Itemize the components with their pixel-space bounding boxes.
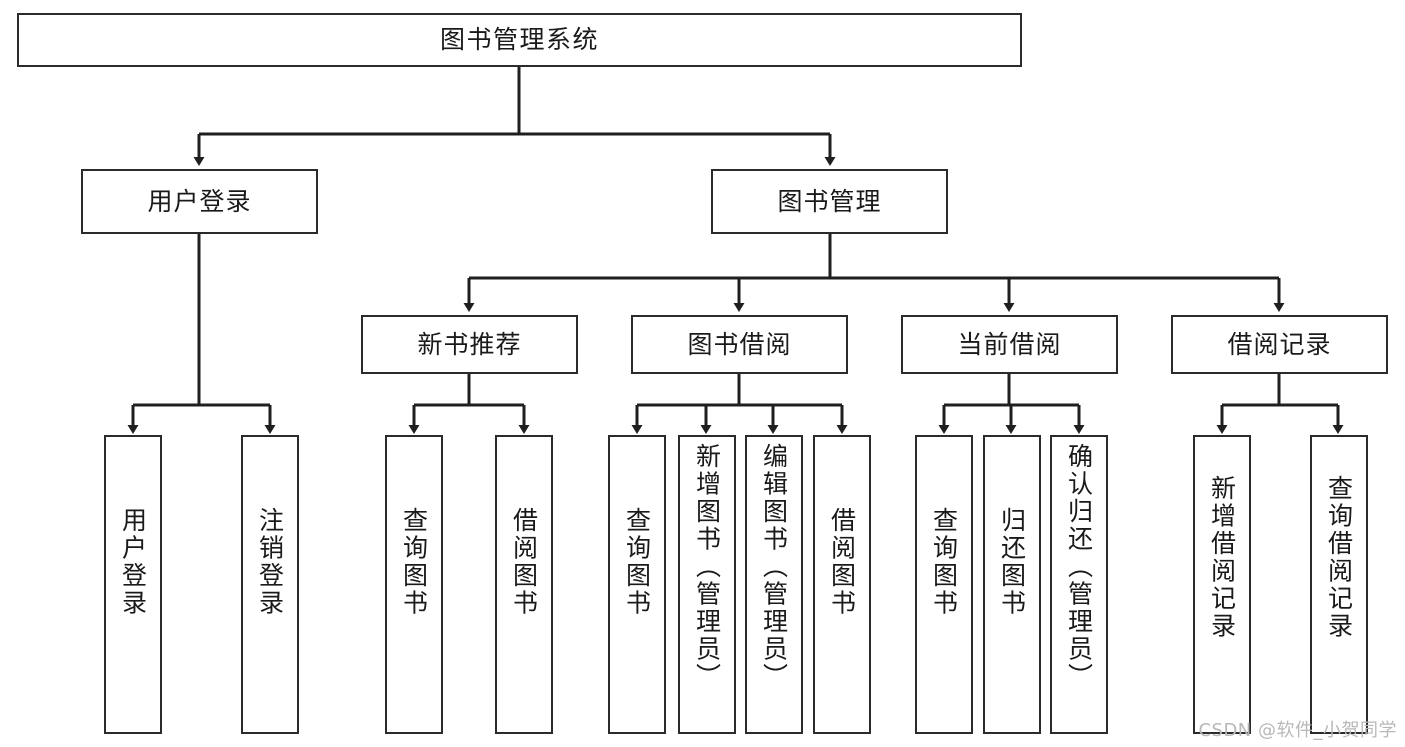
node-current-borrow-label: 当前借阅 bbox=[957, 329, 1062, 359]
leaf-new-book-rec-1[interactable]: 查询图书 bbox=[385, 435, 443, 734]
node-root-label: 图书管理系统 bbox=[439, 25, 599, 55]
node-book-borrow-label: 图书借阅 bbox=[687, 329, 792, 359]
node-user-login[interactable]: 用户登录 bbox=[81, 169, 318, 234]
leaf-book-borrow-3-label: 编辑图书（管理员） bbox=[759, 443, 789, 691]
leaf-user-login-2-label: 注销登录 bbox=[255, 507, 285, 617]
node-new-book-rec-label: 新书推荐 bbox=[417, 329, 522, 359]
node-user-login-label: 用户登录 bbox=[147, 186, 252, 216]
leaf-user-login-1[interactable]: 用户登录 bbox=[104, 435, 162, 734]
leaf-borrow-record-1[interactable]: 新增借阅记录 bbox=[1193, 435, 1251, 734]
leaf-borrow-record-1-label: 新增借阅记录 bbox=[1207, 475, 1237, 640]
leaf-book-borrow-2[interactable]: 新增图书（管理员） bbox=[678, 435, 736, 734]
leaf-current-borrow-2[interactable]: 归还图书 bbox=[983, 435, 1041, 734]
leaf-current-borrow-1-label: 查询图书 bbox=[929, 507, 959, 617]
node-book-borrow[interactable]: 图书借阅 bbox=[631, 315, 848, 374]
leaf-book-borrow-4-label: 借阅图书 bbox=[827, 507, 857, 617]
leaf-current-borrow-2-label: 归还图书 bbox=[997, 507, 1027, 617]
leaf-current-borrow-1[interactable]: 查询图书 bbox=[915, 435, 973, 734]
leaf-user-login-2[interactable]: 注销登录 bbox=[241, 435, 299, 734]
node-book-manage-label: 图书管理 bbox=[777, 186, 882, 216]
node-borrow-record[interactable]: 借阅记录 bbox=[1171, 315, 1388, 374]
leaf-book-borrow-1[interactable]: 查询图书 bbox=[608, 435, 666, 734]
node-book-manage[interactable]: 图书管理 bbox=[711, 169, 948, 234]
leaf-user-login-1-label: 用户登录 bbox=[118, 507, 148, 617]
node-borrow-record-label: 借阅记录 bbox=[1227, 329, 1332, 359]
leaf-book-borrow-2-label: 新增图书（管理员） bbox=[692, 443, 722, 691]
node-current-borrow[interactable]: 当前借阅 bbox=[901, 315, 1118, 374]
leaf-new-book-rec-2-label: 借阅图书 bbox=[509, 507, 539, 617]
leaf-book-borrow-1-label: 查询图书 bbox=[622, 507, 652, 617]
leaf-new-book-rec-2[interactable]: 借阅图书 bbox=[495, 435, 553, 734]
node-root[interactable]: 图书管理系统 bbox=[17, 13, 1022, 67]
leaf-book-borrow-4[interactable]: 借阅图书 bbox=[813, 435, 871, 734]
leaf-borrow-record-2-label: 查询借阅记录 bbox=[1324, 475, 1354, 640]
csdn-watermark: CSDN @软件_小贺同学 bbox=[1198, 720, 1397, 741]
leaf-borrow-record-2[interactable]: 查询借阅记录 bbox=[1310, 435, 1368, 734]
node-new-book-rec[interactable]: 新书推荐 bbox=[361, 315, 578, 374]
leaf-current-borrow-3[interactable]: 确认归还（管理员） bbox=[1050, 435, 1108, 734]
leaf-book-borrow-3[interactable]: 编辑图书（管理员） bbox=[745, 435, 803, 734]
leaf-current-borrow-3-label: 确认归还（管理员） bbox=[1064, 443, 1094, 691]
leaf-new-book-rec-1-label: 查询图书 bbox=[399, 507, 429, 617]
